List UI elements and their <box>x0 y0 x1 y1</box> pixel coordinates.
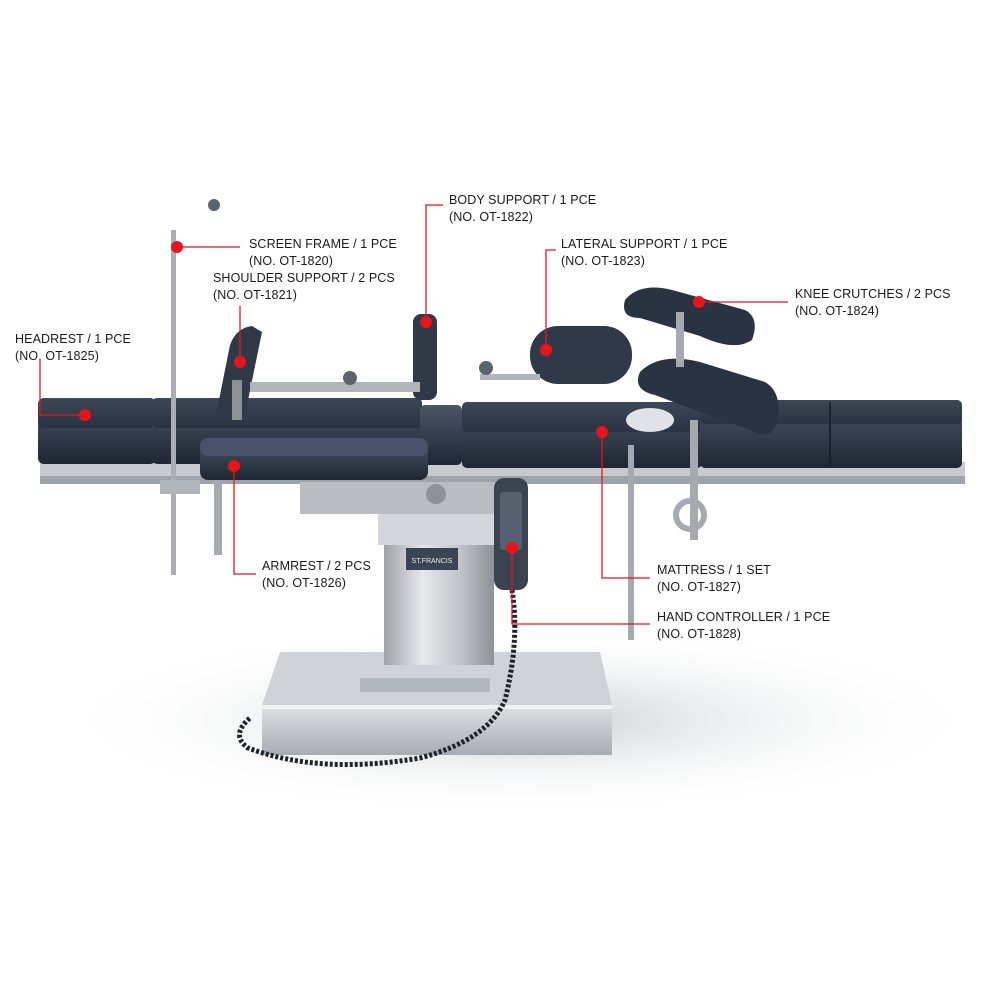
label-hand-controller: HAND CONTROLLER / 1 PCE (NO. OT-1828) <box>657 609 830 643</box>
hand-controller-title: HAND CONTROLLER / 1 PCE <box>657 610 831 624</box>
hand-controller-code: (NO. OT-1828) <box>657 627 741 641</box>
screen-frame-title: SCREEN FRAME / 1 PCE <box>249 237 397 251</box>
dot-shoulder-support <box>234 356 246 368</box>
label-lateral-support: LATERAL SUPPORT / 1 PCE (NO. OT-1823) <box>561 236 727 270</box>
label-mattress: MATTRESS / 1 SET (NO. OT-1827) <box>657 562 771 596</box>
shoulder-support-code: (NO. OT-1821) <box>213 288 297 302</box>
callout-lines <box>39 204 788 625</box>
dot-hand-controller <box>506 542 518 554</box>
armrest <box>200 438 428 555</box>
label-body-support: BODY SUPPORT / 1 PCE (NO. OT-1822) <box>449 192 596 226</box>
knee-crutches <box>624 287 779 640</box>
leader-body-support <box>425 204 443 322</box>
leader-armrest <box>233 466 256 575</box>
knee-crutches-title: KNEE CRUTCHES / 2 PCS <box>795 287 951 301</box>
screen-frame-code: (NO. OT-1820) <box>249 254 333 268</box>
headrest-title: HEADREST / 1 PCE <box>15 332 131 346</box>
lateral-support <box>479 326 632 384</box>
shoulder-support <box>215 326 262 420</box>
table-column <box>378 505 500 665</box>
brand-plate: ST.FRANCIS <box>412 558 453 565</box>
shoulder-support-title: SHOULDER SUPPORT / 2 PCS <box>213 271 395 285</box>
leader-lateral-support <box>545 249 556 350</box>
armrest-title: ARMREST / 2 PCS <box>262 559 371 573</box>
label-shoulder-support: SHOULDER SUPPORT / 2 PCS (NO. OT-1821) <box>213 270 395 304</box>
lateral-support-code: (NO. OT-1823) <box>561 254 645 268</box>
label-armrest: ARMREST / 2 PCS (NO. OT-1826) <box>262 558 371 592</box>
hand-controller <box>237 478 528 768</box>
armrest-code: (NO. OT-1826) <box>262 576 346 590</box>
mattress-title: MATTRESS / 1 SET <box>657 563 771 577</box>
dot-headrest <box>79 409 91 421</box>
body-support-code: (NO. OT-1822) <box>449 210 533 224</box>
label-screen-frame: SCREEN FRAME / 1 PCE (NO. OT-1820) <box>249 236 397 270</box>
dot-screen-frame <box>171 241 183 253</box>
mattress-segments <box>38 398 962 468</box>
leader-hand-controller <box>511 548 650 625</box>
label-headrest: HEADREST / 1 PCE (NO. OT-1825) <box>15 331 131 365</box>
body-support-title: BODY SUPPORT / 1 PCE <box>449 193 597 207</box>
table-base <box>262 652 612 755</box>
callout-dots <box>79 241 705 554</box>
dot-body-support <box>420 316 432 328</box>
dot-armrest <box>228 460 240 472</box>
lateral-support-title: LATERAL SUPPORT / 1 PCE <box>561 237 728 251</box>
mattress-code: (NO. OT-1827) <box>657 580 741 594</box>
label-knee-crutches: KNEE CRUTCHES / 2 PCS (NO. OT-1824) <box>795 286 951 320</box>
dot-knee-crutches <box>693 296 705 308</box>
dot-lateral-support <box>540 344 552 356</box>
leader-mattress <box>601 432 650 579</box>
dot-mattress <box>596 426 608 438</box>
screen-frame-pole <box>160 199 220 575</box>
headrest-code: (NO. OT-1825) <box>15 349 99 363</box>
leader-headrest <box>39 360 85 416</box>
body-support <box>250 314 437 400</box>
knee-crutches-code: (NO. OT-1824) <box>795 304 879 318</box>
